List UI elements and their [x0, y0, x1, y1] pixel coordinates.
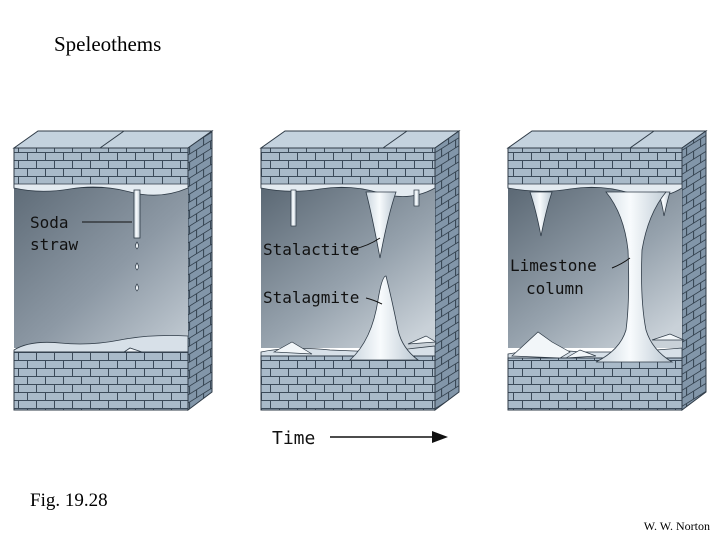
stalactite-formation: [365, 191, 397, 259]
time-arrow: Time: [272, 428, 448, 449]
label-time: Time: [272, 428, 315, 449]
label-stalactite: Stalactite: [263, 240, 359, 259]
label-limestone-column-line2: column: [526, 279, 584, 298]
label-limestone-column-line1: Limestone: [510, 256, 597, 275]
figure-number: Fig. 19.28: [30, 490, 108, 511]
label-soda-straw-line2: straw: [30, 235, 79, 254]
panel-limestone-column: Limestone column: [506, 130, 708, 411]
water-drop: [135, 241, 139, 250]
limestone-column-formation: [595, 191, 674, 363]
panel-stalactite-stalagmite: Stalactite Stalagmite: [259, 130, 461, 411]
diagram-title: Speleothems: [54, 32, 162, 56]
soda-straw-formation: [133, 189, 141, 239]
publisher-credit: W. W. Norton: [643, 519, 710, 533]
label-soda-straw-line1: Soda: [30, 213, 69, 232]
water-drop: [135, 262, 139, 271]
arrow-head-icon: [432, 431, 448, 443]
water-drop: [135, 283, 139, 292]
stalagmite-formation: [348, 275, 420, 361]
label-stalagmite: Stalagmite: [263, 288, 359, 307]
panel-soda-straw: Soda straw: [12, 130, 214, 411]
